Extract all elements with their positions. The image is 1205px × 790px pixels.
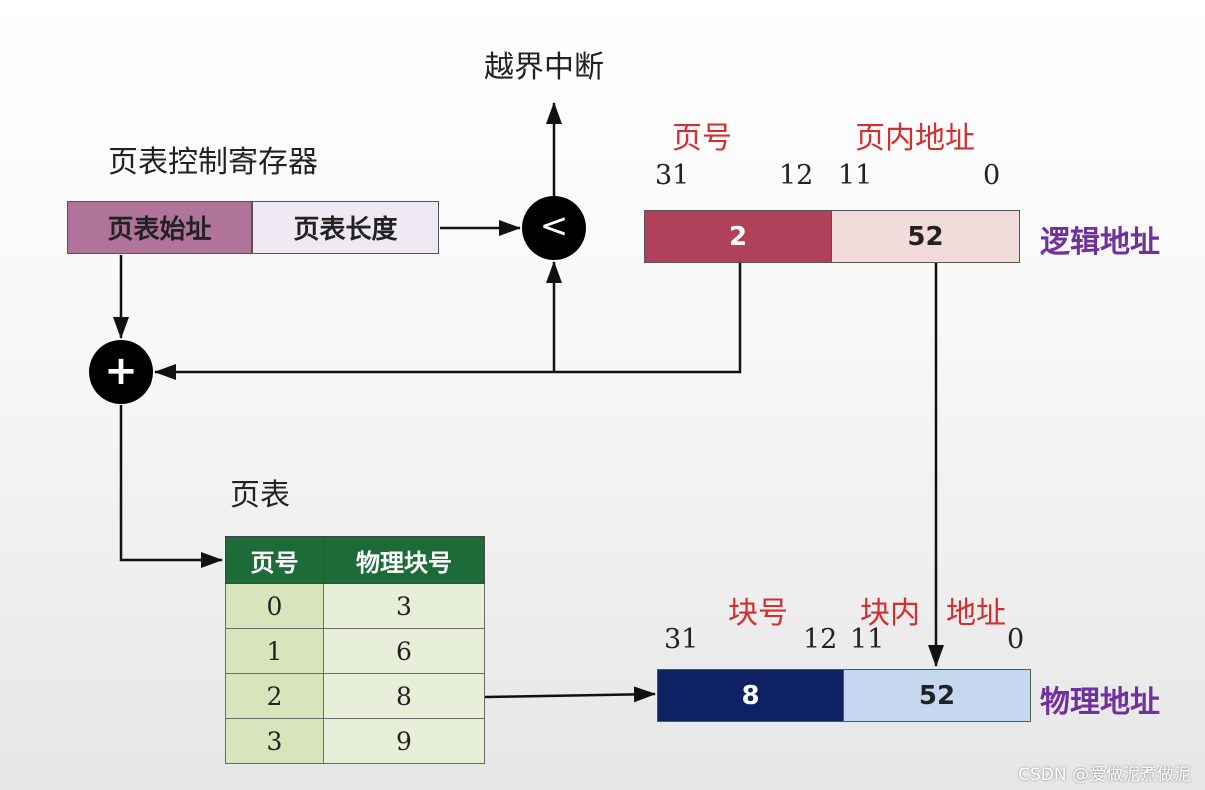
table-cell-page: 0 bbox=[225, 583, 324, 629]
logical-offset-field: 52 bbox=[831, 210, 1020, 263]
page-table-header-page-no: 页号 bbox=[225, 536, 324, 584]
adder-circle bbox=[89, 340, 153, 404]
table-row: 0 3 bbox=[225, 583, 485, 629]
physical-offset-label-2: 地址 bbox=[946, 596, 1006, 631]
adder-symbol: + bbox=[104, 348, 138, 394]
logical-bit-31: 31 bbox=[655, 160, 690, 191]
physical-block-no-field: 8 bbox=[657, 669, 844, 722]
register-table-length: 页表长度 bbox=[252, 201, 439, 254]
logical-page-no-label: 页号 bbox=[672, 121, 732, 156]
arrow-adder-to-table bbox=[119, 405, 223, 568]
logical-page-no-field: 2 bbox=[644, 210, 832, 263]
table-cell-block: 6 bbox=[323, 628, 485, 674]
table-cell-block: 8 bbox=[323, 673, 485, 719]
physical-bit-31: 31 bbox=[664, 624, 699, 655]
table-cell-block: 9 bbox=[323, 718, 485, 764]
page-table-title: 页表 bbox=[230, 478, 290, 513]
table-row: 1 6 bbox=[225, 628, 485, 674]
table-cell-page: 3 bbox=[225, 718, 324, 764]
table-cell-page: 1 bbox=[225, 628, 324, 674]
logical-bit-12: 12 bbox=[779, 160, 814, 191]
physical-offset-field: 52 bbox=[843, 669, 1031, 722]
watermark: CSDN @爱做泥煮做泥 bbox=[1018, 765, 1191, 785]
comparator-circle bbox=[522, 196, 586, 260]
physical-bit-0: 0 bbox=[1007, 624, 1025, 655]
register-start-address: 页表始址 bbox=[67, 201, 252, 254]
table-cell-block: 3 bbox=[323, 583, 485, 629]
arrow-row-to-physical bbox=[484, 686, 656, 703]
table-cell-page: 2 bbox=[225, 673, 324, 719]
logical-bit-11: 11 bbox=[838, 160, 873, 191]
logical-address-label: 逻辑地址 bbox=[1040, 225, 1160, 260]
page-table: 页号 物理块号 0 3 1 6 2 8 3 9 bbox=[225, 536, 485, 764]
physical-block-no-label: 块号 bbox=[728, 596, 788, 631]
table-row: 2 8 bbox=[225, 673, 485, 719]
logical-bit-0: 0 bbox=[983, 160, 1001, 191]
comparator-symbol: < bbox=[539, 206, 569, 246]
logical-offset-label: 页内地址 bbox=[855, 121, 975, 156]
page-table-header-block-no: 物理块号 bbox=[323, 536, 485, 584]
register-title: 页表控制寄存器 bbox=[108, 145, 318, 180]
interrupt-label: 越界中断 bbox=[484, 50, 604, 85]
physical-address-label: 物理地址 bbox=[1040, 685, 1160, 720]
physical-bit-12: 12 bbox=[803, 624, 838, 655]
physical-offset-label-1: 块内 bbox=[860, 596, 920, 631]
table-row: 3 9 bbox=[225, 718, 485, 764]
line-page-no-route bbox=[554, 263, 742, 374]
physical-bit-11: 11 bbox=[850, 624, 885, 655]
